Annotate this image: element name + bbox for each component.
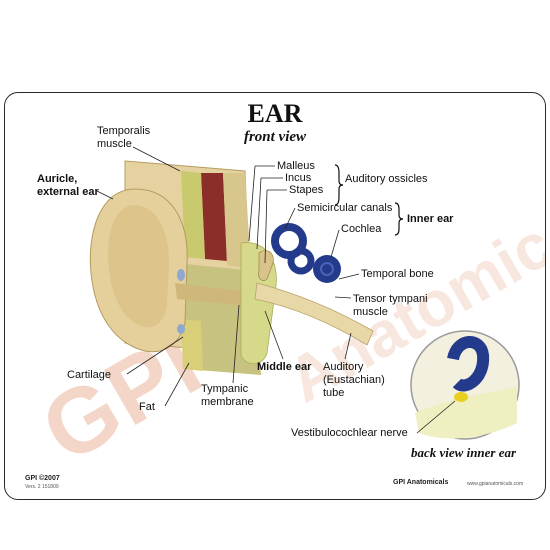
ossicles-bracket xyxy=(334,164,344,206)
inset-tissue xyxy=(415,387,517,439)
label-temporalis-muscle: Temporalis muscle xyxy=(97,125,150,151)
inset-canal xyxy=(447,336,490,392)
label-middle-ear: Middle ear xyxy=(257,361,312,373)
label-tympanic-membrane: Tympanic membrane xyxy=(201,383,254,409)
cartilage-spot xyxy=(177,269,185,281)
label-auricle: Auricle, external ear xyxy=(37,173,99,199)
label-stapes: Stapes xyxy=(289,184,324,196)
label-text: Tensor tympani muscle xyxy=(353,293,428,318)
label-fat: Fat xyxy=(139,401,155,413)
temporalis-muscle-strip xyxy=(201,173,227,261)
ear-canal xyxy=(175,283,257,307)
label-inner-ear: Inner ear xyxy=(407,213,454,225)
label-text: Temporalis muscle xyxy=(97,125,151,150)
label-cartilage: Cartilage xyxy=(67,369,112,381)
label-tensor-tympani: Tensor tympani muscle xyxy=(353,293,428,319)
footer-version: Vers. 2 151809 xyxy=(25,484,59,490)
ossicles xyxy=(258,250,274,281)
inset-nerve xyxy=(454,392,468,402)
tissue-region xyxy=(181,171,205,259)
label-back-view-inner-ear: back view inner ear xyxy=(411,445,517,460)
label-auditory-ossicles: Auditory ossicles xyxy=(345,173,428,185)
label-temporal-bone: Temporal bone xyxy=(361,268,434,280)
eustachian-tube xyxy=(254,282,374,346)
auricle-inner xyxy=(108,205,169,328)
ear-illustration xyxy=(89,146,520,440)
inner-ear-bracket xyxy=(394,202,404,236)
footer-brand: GPI Anatomicals xyxy=(393,479,449,486)
footer-website: www.gpianatomicals.com xyxy=(467,481,524,487)
page-title: EAR xyxy=(247,99,303,128)
cochlea-spiral xyxy=(320,262,334,276)
label-vestibulocochlear-nerve: Vestibulocochlear nerve xyxy=(291,427,408,439)
label-semicircular-canals: Semicircular canals xyxy=(297,202,393,214)
diagram-card: GPI Anatomicals EAR front view xyxy=(4,92,546,500)
label-auditory-tube: Auditory (Eustachian) tube xyxy=(323,361,385,400)
label-text: Auditory (Eustachian) tube xyxy=(323,361,385,399)
cartilage-spot-2 xyxy=(177,324,185,334)
label-text: Tympanic membrane xyxy=(201,383,254,408)
semicircular-canal-2 xyxy=(287,247,315,275)
leader-lines xyxy=(96,146,456,434)
label-malleus: Malleus xyxy=(277,160,315,172)
footer-copyright: GPI ©2007 xyxy=(25,475,60,482)
label-incus: Incus xyxy=(285,172,312,184)
fat-region xyxy=(181,319,203,371)
label-cochlea: Cochlea xyxy=(341,223,382,235)
page-subtitle: front view xyxy=(243,129,307,145)
label-text: Auricle, external ear xyxy=(37,173,99,198)
cochlea-shape xyxy=(313,255,341,283)
